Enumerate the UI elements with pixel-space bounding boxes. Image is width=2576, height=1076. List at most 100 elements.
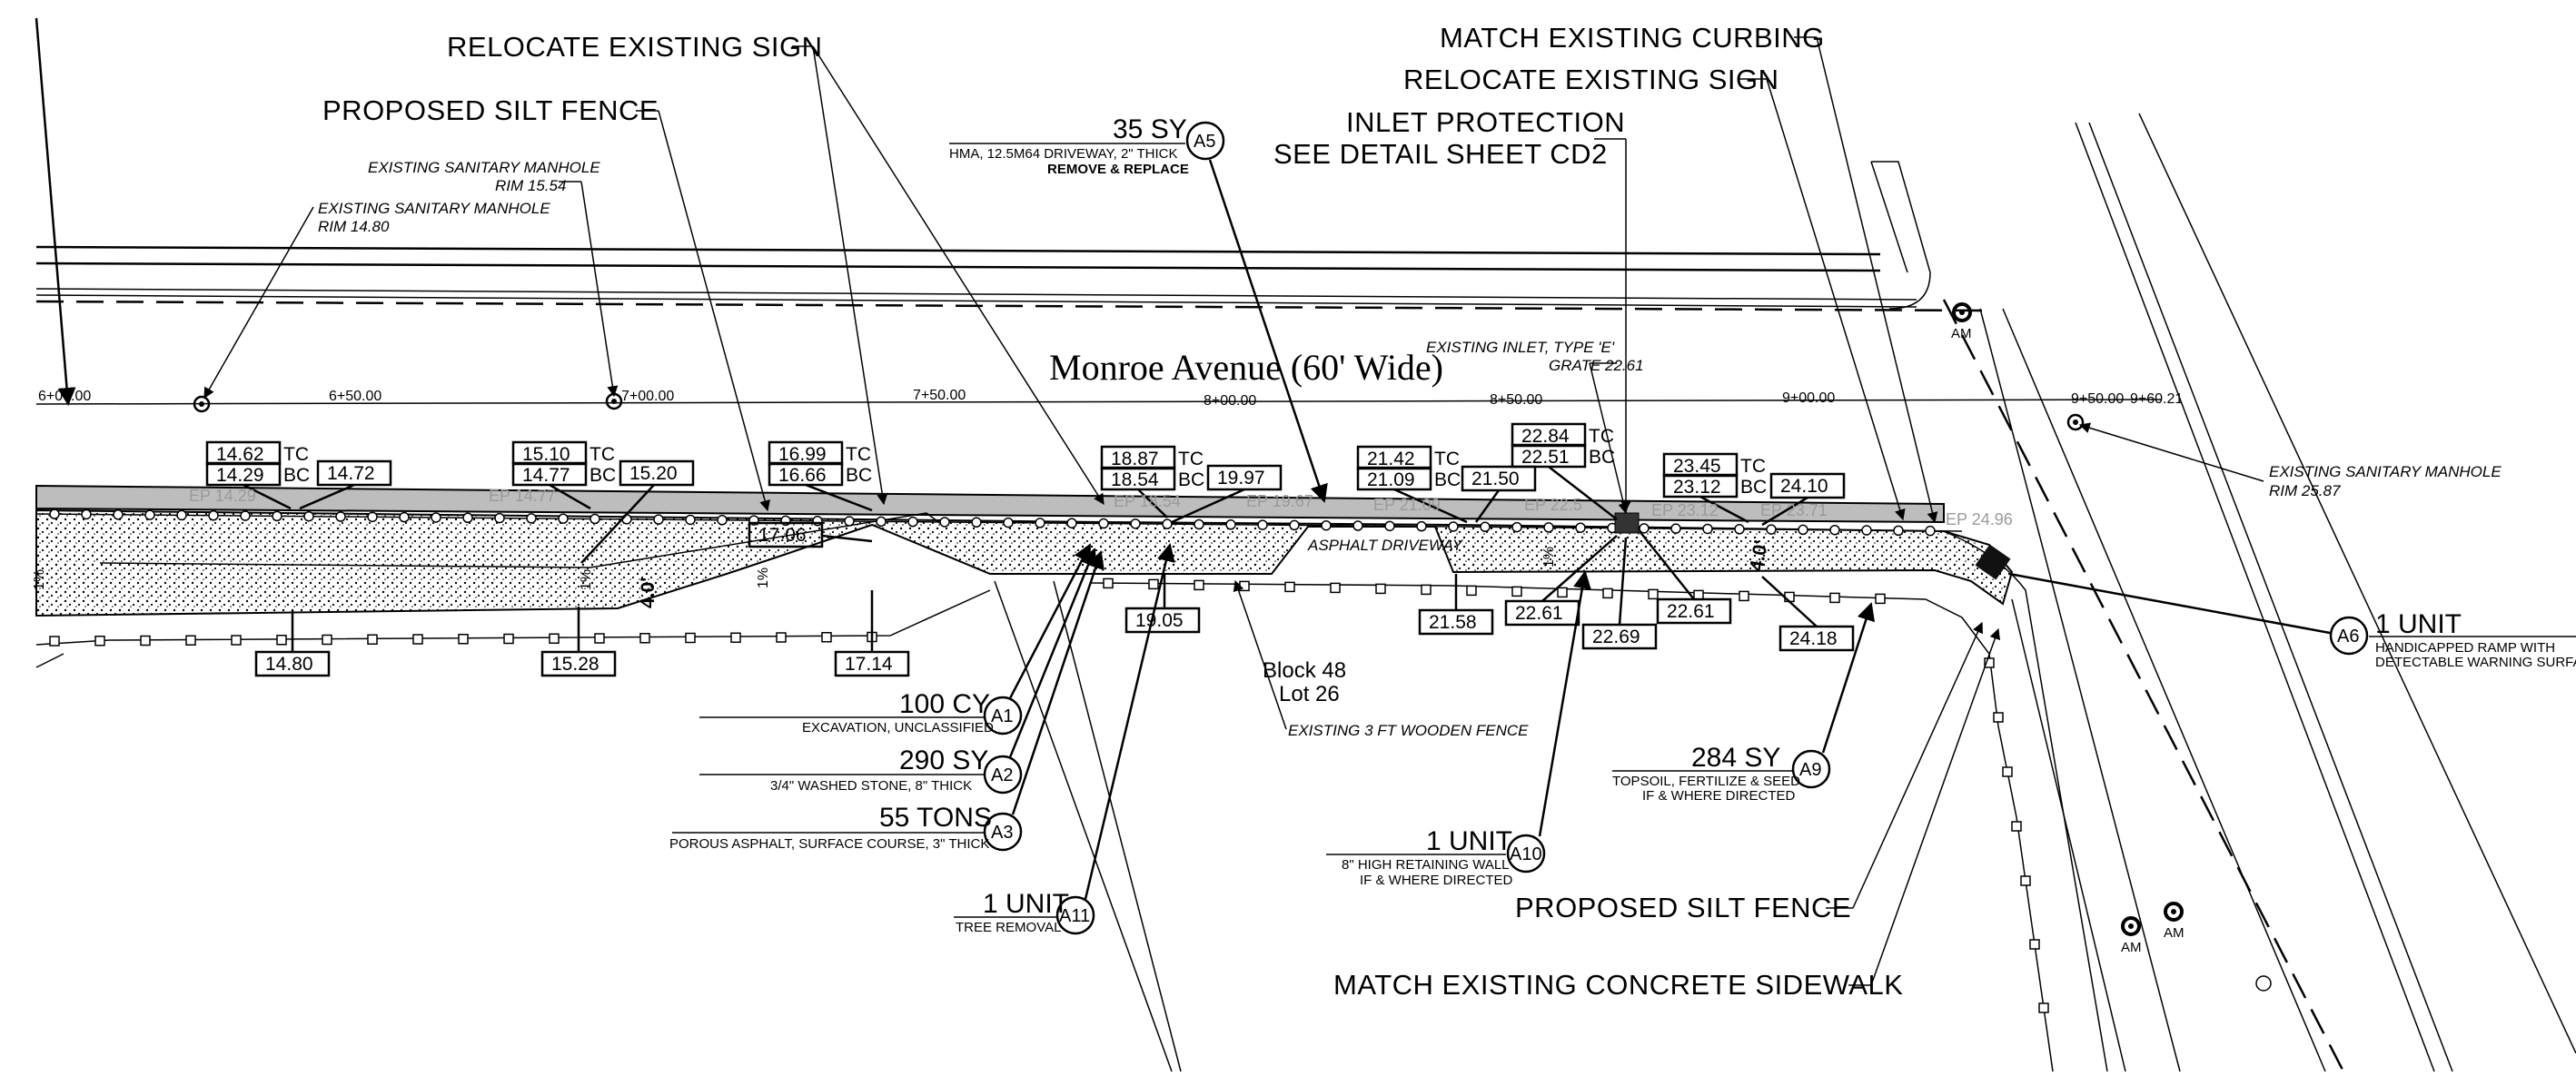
quantity-tag-a1: 100 CY EXCAVATION, UNCLASSIFIED A1 bbox=[699, 543, 1092, 735]
silt-fence-post bbox=[685, 514, 696, 526]
bc-elevation: 23.12 bbox=[1673, 477, 1721, 498]
fence-post bbox=[1829, 592, 1840, 604]
existing-notes: EXISTING SANITARY MANHOLE RIM 15.54 EXIS… bbox=[203, 159, 2502, 739]
silt-fence-post bbox=[939, 517, 950, 528]
silt-fence-post bbox=[272, 510, 282, 522]
station-labels: 6+00.00 6+50.00 7+00.00 7+50.00 8+00.00 … bbox=[38, 388, 2183, 409]
fence-post bbox=[1739, 590, 1749, 602]
silt-fence-post bbox=[113, 509, 124, 520]
ep-label: EP 14.77 bbox=[489, 487, 556, 505]
fence-post bbox=[322, 634, 332, 646]
fence-post bbox=[1375, 583, 1386, 595]
fence-post bbox=[776, 632, 787, 643]
silt-fence-post bbox=[494, 512, 505, 524]
quantity-tag-a11: 1 UNIT TREE REMOVAL A11 bbox=[954, 543, 1175, 935]
tag-circle-icon bbox=[983, 696, 1023, 735]
manhole-note: RIM 15.54 bbox=[495, 177, 566, 194]
tag-circle-icon bbox=[1055, 895, 1095, 935]
spot-elevation: 21.58 bbox=[1429, 612, 1477, 633]
tc-elevation: 16.99 bbox=[778, 444, 827, 465]
fence-post bbox=[594, 633, 605, 644]
station-label: 6+00.00 bbox=[38, 389, 91, 404]
silt-fence-post bbox=[717, 515, 728, 526]
silt-fence-post bbox=[144, 509, 155, 520]
silt-fence-post bbox=[1893, 525, 1904, 537]
bc-label: BC bbox=[590, 465, 616, 486]
silt-fence-post bbox=[1225, 519, 1236, 530]
tc-elevation: 22.84 bbox=[1521, 426, 1570, 447]
quantity-value: 1 UNIT bbox=[2375, 609, 2462, 639]
silt-fence-post bbox=[49, 508, 60, 519]
silt-fence-post bbox=[81, 508, 92, 520]
manhole-tag: AM bbox=[2164, 925, 2185, 941]
spot-elevation: 17.06 bbox=[758, 525, 807, 546]
ep-label: EP 23.12 bbox=[1651, 501, 1719, 519]
silt-fence-post bbox=[876, 516, 887, 528]
callouts: RELOCATE EXISTING SIGN PROPOSED SILT FEN… bbox=[322, 22, 2001, 1001]
spot-elevation: 19.05 bbox=[1135, 610, 1184, 631]
spot-elevation: 14.80 bbox=[265, 654, 313, 675]
manhole-note: EXISTING SANITARY MANHOLE bbox=[318, 200, 550, 217]
spot-elevation: 21.50 bbox=[1471, 469, 1520, 489]
manhole-tag: AM bbox=[2121, 940, 2142, 955]
manhole-note: RIM 25.87 bbox=[2269, 482, 2341, 499]
bc-elevation: 14.77 bbox=[522, 465, 570, 486]
fence-post bbox=[1648, 588, 1659, 600]
spot-elevation: 22.61 bbox=[1515, 603, 1563, 624]
fence-post bbox=[549, 633, 560, 644]
silt-fence-post bbox=[367, 511, 378, 523]
silt-fence-post bbox=[1384, 520, 1395, 532]
bc-label: BC bbox=[846, 465, 872, 486]
fence-post bbox=[1511, 586, 1522, 597]
station-label: 9+00.00 bbox=[1782, 390, 1835, 406]
quantity-value: 35 SY bbox=[1113, 114, 1187, 144]
quantity-desc: EXCAVATION, UNCLASSIFIED bbox=[802, 720, 994, 735]
callout-silt-fence: PROPOSED SILT FENCE bbox=[1515, 892, 1851, 923]
lot-label: Lot 26 bbox=[1279, 682, 1340, 706]
bc-elevation: 14.29 bbox=[216, 465, 264, 486]
silt-fence-post bbox=[1511, 521, 1522, 533]
silt-fence-post bbox=[558, 513, 569, 524]
street-name: Monroe Avenue (60' Wide) bbox=[1049, 347, 1443, 388]
spot-elevation: 14.72 bbox=[327, 463, 375, 484]
quantity-tag-a10: 1 UNIT 8" HIGH RETAINING WALL IF & WHERE… bbox=[1326, 570, 1591, 888]
tag-circle-icon bbox=[2329, 616, 2369, 656]
fence-post bbox=[503, 633, 514, 645]
fence-post bbox=[1284, 581, 1295, 593]
bc-elevation: 18.54 bbox=[1111, 469, 1159, 490]
silt-fence-post bbox=[526, 513, 537, 524]
bc-label: BC bbox=[1589, 447, 1615, 468]
tc-label: TC bbox=[1178, 449, 1204, 469]
fence-post bbox=[1330, 582, 1341, 594]
fence-post bbox=[1148, 578, 1159, 590]
fence-post bbox=[2020, 875, 2031, 886]
fence-post bbox=[639, 633, 650, 644]
fence-post bbox=[231, 635, 242, 646]
manhole-icon bbox=[2255, 975, 2272, 992]
tag-id: A10 bbox=[1510, 844, 1542, 864]
fence-post bbox=[1602, 587, 1613, 599]
bc-label: BC bbox=[1740, 477, 1767, 498]
silt-fence-post bbox=[1448, 521, 1459, 532]
fence-post bbox=[2029, 939, 2040, 950]
ep-label: EP 14.29 bbox=[189, 487, 256, 505]
inlet-note: EXISTING INLET, TYPE 'E' bbox=[1426, 339, 1615, 356]
driveway-note: ASPHALT DRIVEWAY bbox=[1307, 537, 1464, 554]
silt-fence-line bbox=[35, 508, 1963, 537]
slope-label: 1% bbox=[1541, 547, 1557, 568]
ep-label: EP 22.5 bbox=[1524, 496, 1582, 514]
silt-fence-post bbox=[1734, 524, 1745, 535]
fence-post bbox=[1984, 657, 1995, 668]
tc-label: TC bbox=[590, 444, 615, 465]
spot-elevation: 15.28 bbox=[551, 654, 599, 675]
tag-id: A9 bbox=[1799, 760, 1821, 780]
edge-of-pavement-labels: EP 14.29 EP 14.77 EP 18.54 EP 19.67 EP 2… bbox=[189, 487, 2013, 528]
ep-label: EP 19.67 bbox=[1246, 492, 1313, 510]
silt-fence-post bbox=[1257, 519, 1268, 530]
quantity-value: 1 UNIT bbox=[983, 889, 1069, 919]
callout-relocate-sign: RELOCATE EXISTING SIGN bbox=[447, 31, 823, 63]
callout-match-sidewalk: MATCH EXISTING CONCRETE SIDEWALK bbox=[1333, 969, 1903, 1001]
silt-fence-post bbox=[1162, 518, 1173, 529]
tag-id: A3 bbox=[991, 823, 1013, 843]
silt-fence-post bbox=[1829, 524, 1840, 536]
